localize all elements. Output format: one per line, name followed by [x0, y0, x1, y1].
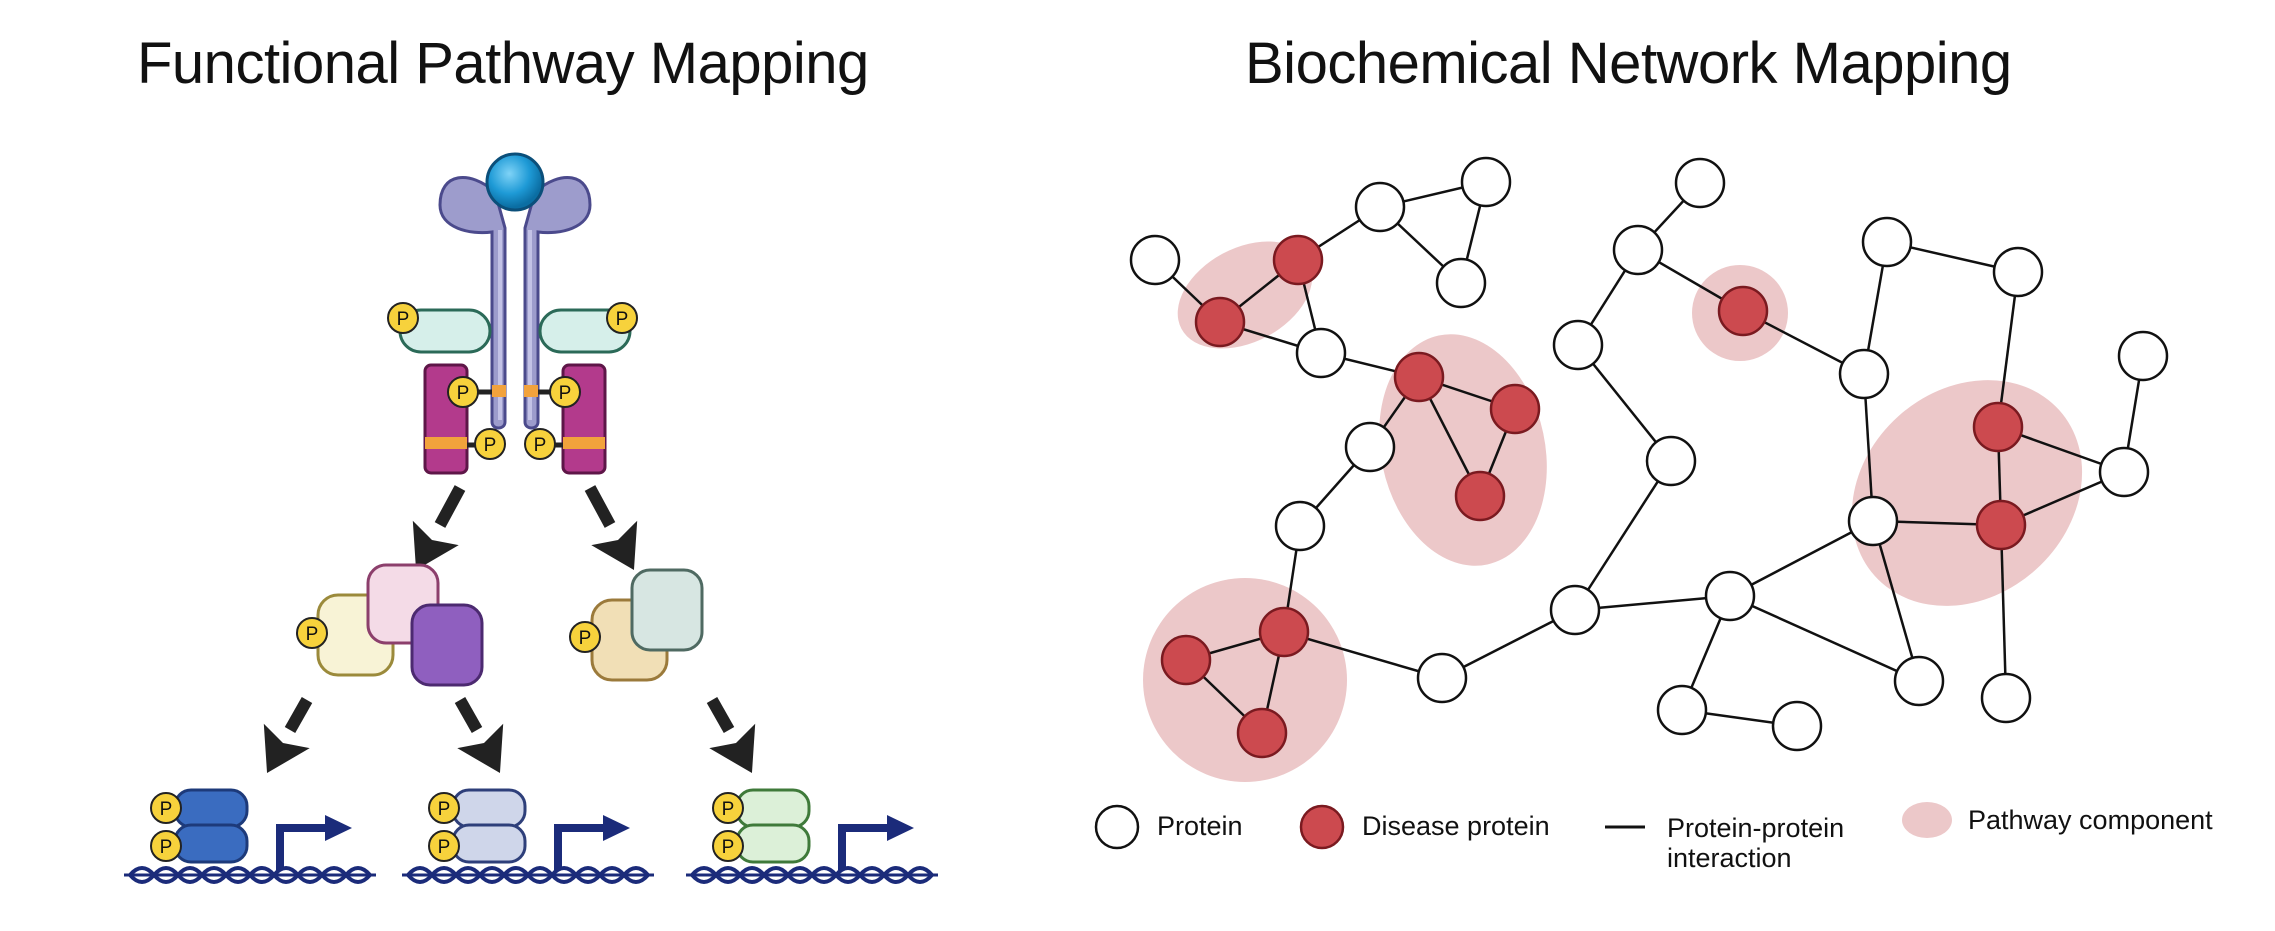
protein-node [1295, 327, 1347, 379]
protein-node [1552, 319, 1604, 371]
disease-protein-node [1454, 470, 1506, 522]
disease-protein-node [1972, 401, 2024, 453]
protein-node [1612, 224, 1664, 276]
legend-protein-label: Protein [1157, 811, 1243, 841]
disease-protein-node [1393, 351, 1445, 403]
disease-protein-node [1160, 634, 1212, 686]
protein-node [1847, 495, 1899, 547]
protein-node [1893, 655, 1945, 707]
protein-node [1274, 500, 1326, 552]
protein-interaction-edge [1574, 594, 1731, 612]
protein-node [1992, 246, 2044, 298]
network-nodes [1129, 156, 2169, 759]
protein-node [2117, 330, 2169, 382]
protein-interaction-edge [1729, 519, 1874, 598]
disease-protein-node [1194, 296, 1246, 348]
arrow-to-gene-3 [706, 697, 775, 786]
protein-node [1838, 348, 1890, 400]
arrow-to-gene-2 [454, 697, 523, 786]
protein-node [2098, 446, 2150, 498]
protein-interaction-edge [1729, 594, 1920, 683]
ligand [485, 152, 545, 212]
protein-interaction-edge [1996, 271, 2020, 428]
disease-protein-node [1717, 285, 1769, 337]
protein-node [1416, 652, 1468, 704]
protein-node [1435, 257, 1487, 309]
protein-node [1344, 421, 1396, 473]
protein-node [1674, 157, 1726, 209]
protein-node [1980, 672, 2032, 724]
arrow-to-left-complex [393, 485, 466, 583]
legend-disease-protein-label: Disease protein [1362, 811, 1550, 841]
protein-node [1704, 570, 1756, 622]
legend-pathway-component-label: Pathway component [1968, 805, 2213, 835]
disease-protein-node [1489, 383, 1541, 435]
protein-node [1771, 700, 1823, 752]
arrow-to-gene-1 [244, 697, 313, 786]
disease-protein-node [1272, 234, 1324, 286]
pathway-components [1143, 241, 2083, 782]
signaling-complex-right [569, 568, 704, 682]
protein-node [1549, 584, 1601, 636]
functional-pathway-title: Functional Pathway Mapping [137, 31, 869, 96]
legend-pathway-component-symbol [1902, 802, 1952, 838]
protein-node [1645, 435, 1697, 487]
gene-transcription-2 [400, 788, 656, 884]
protein-interaction-edge [1573, 460, 1673, 611]
signaling-complex-left [296, 563, 484, 687]
legend-interaction-label-line1: Protein-protein [1667, 813, 1845, 843]
protein-interaction-edge [1871, 520, 1921, 682]
arrow-to-right-complex [584, 485, 657, 583]
biochemical-network-title: Biochemical Network Mapping [1245, 31, 2012, 96]
gene-transcription-1 [122, 788, 378, 884]
protein-node [1861, 216, 1913, 268]
legend-disease-protein-symbol [1299, 804, 1345, 850]
legend-protein-symbol [1094, 804, 1140, 850]
protein-node [1460, 156, 1512, 208]
protein-node [1129, 234, 1181, 286]
receptor-complex [387, 152, 638, 475]
gene-transcription-3 [684, 788, 940, 884]
disease-protein-node [1258, 606, 1310, 658]
disease-protein-node [1975, 499, 2027, 551]
legend-interaction-label-line2: interaction [1667, 843, 1792, 873]
protein-node [1656, 684, 1708, 736]
disease-protein-node [1236, 707, 1288, 759]
protein-interaction-edge [1999, 524, 2008, 699]
protein-node [1354, 181, 1406, 233]
protein-interaction-edge [1283, 630, 1443, 680]
